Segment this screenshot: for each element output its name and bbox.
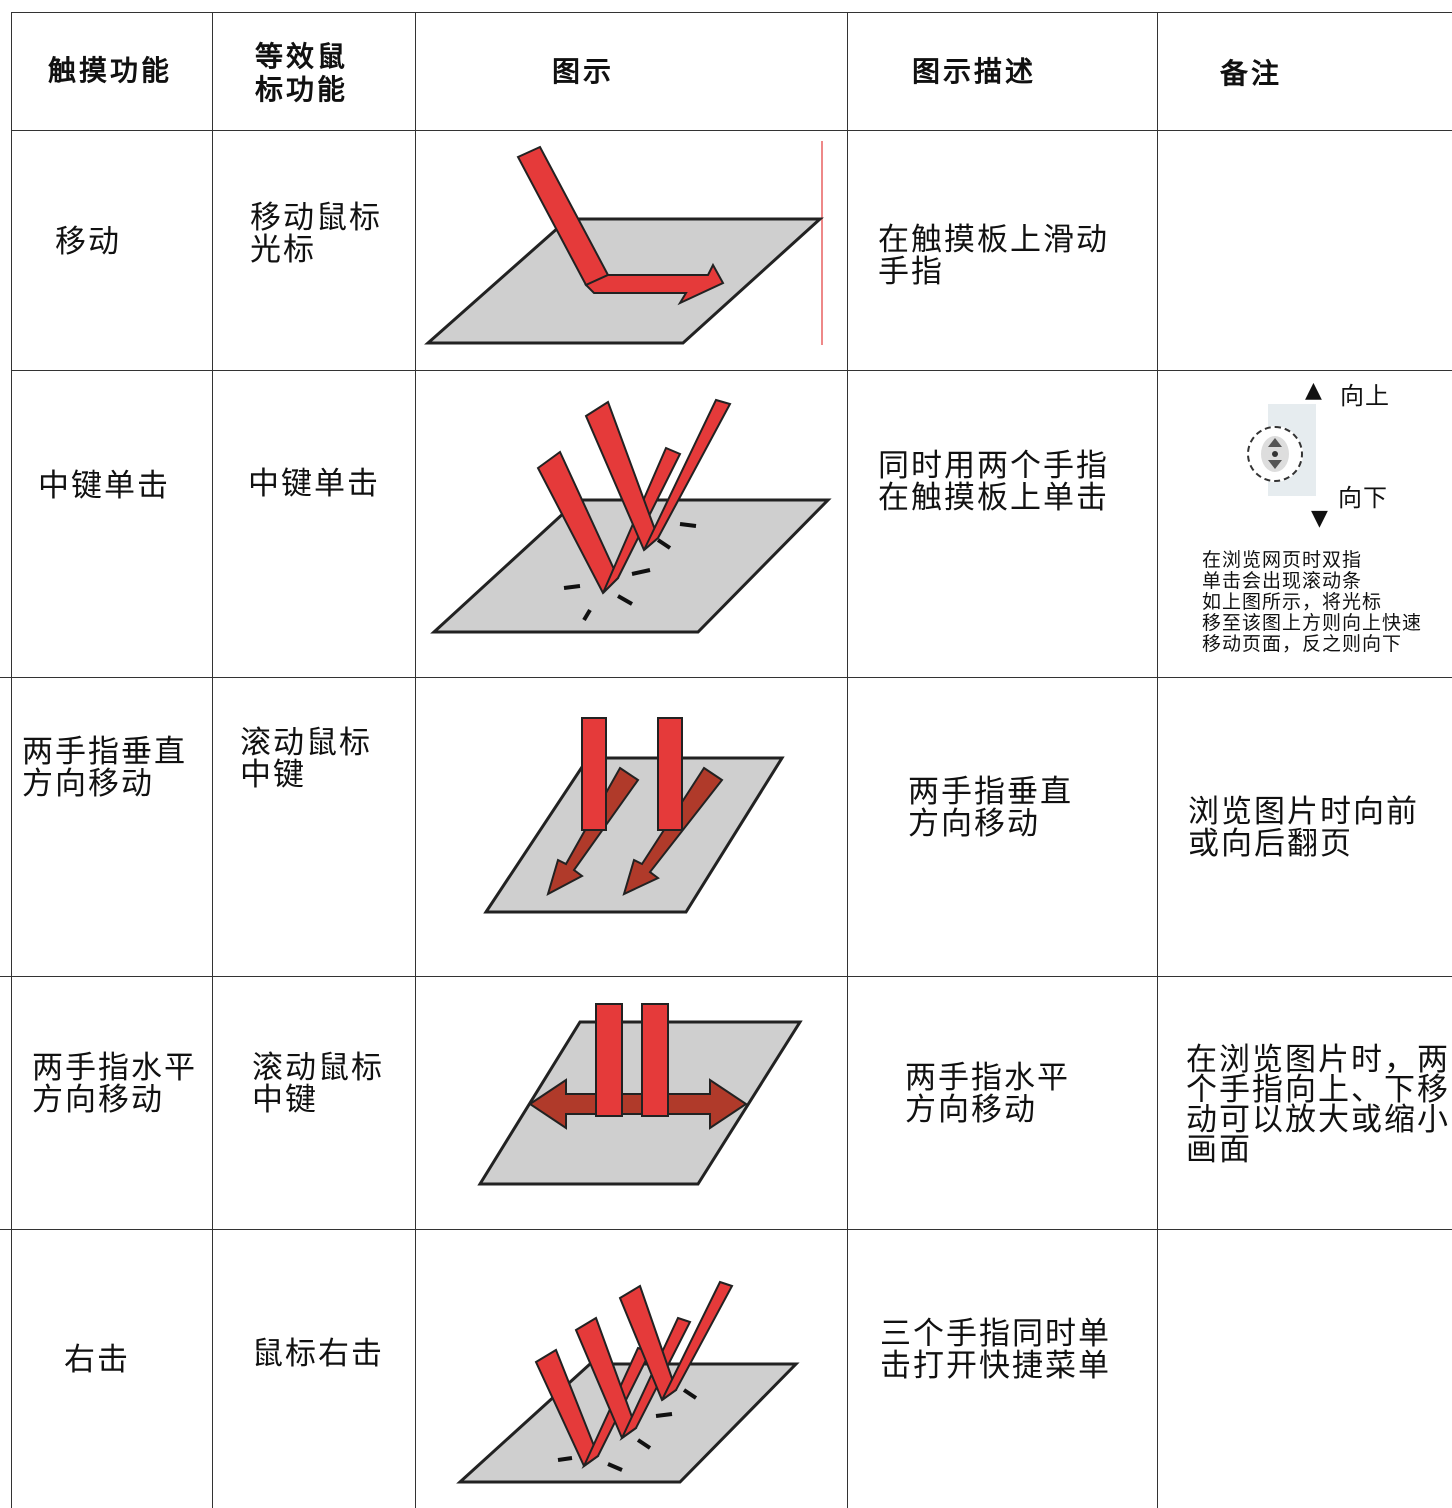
header-touch-function: 触摸功能 [48,54,173,87]
row-vertical-notes: 浏览图片时向前 或向后翻页 [1188,794,1419,862]
row-move-description: 在触摸板上滑动 手指 [878,222,1109,290]
row-horizontal-notes: 在浏览图片时，两 个手指向上、下移 动可以放大或缩小 画面 [1186,1042,1450,1168]
row-move-touch: 移动 [55,224,121,260]
row-vertical-description: 两手指垂直 方向移动 [908,774,1073,842]
row-vertical-touch: 两手指垂直 方向移动 [22,734,187,802]
row-middle-click-touch: 中键单击 [38,468,170,504]
row-middle-click-mouse: 中键单击 [248,466,380,502]
header-description: 图示描述 [912,55,1037,88]
triangle-down-icon: ▼ [1311,506,1329,531]
row-horizontal-description: 两手指水平 方向移动 [905,1060,1070,1128]
header-illustration: 图示 [552,55,615,88]
row-right-click-touch: 右击 [64,1342,130,1378]
row-vertical-mouse: 滚动鼠标 中键 [240,725,372,793]
scroll-down-label: 向下 [1338,484,1388,512]
triangle-up-icon: ▲ [1305,378,1323,403]
header-notes: 备注 [1220,57,1283,90]
row-horizontal-mouse: 滚动鼠标 中键 [252,1050,384,1118]
two-finger-vertical-illustration [483,717,785,914]
row-horizontal-touch: 两手指水平 方向移动 [32,1050,197,1118]
three-finger-tap-illustration [456,1280,800,1484]
scroll-anchor-icon [1247,426,1303,482]
header-mouse-equivalent: 等效鼠 标功能 [255,40,349,106]
move-finger-illustration [424,141,824,345]
two-finger-tap-illustration [430,398,832,634]
row-middle-click-notes: 在浏览网页时双指 单击会出现滚动条 如上图所示，将光标 移至该图上方则向上快速 … [1202,549,1423,655]
row-right-click-mouse: 鼠标右击 [252,1336,384,1372]
scroll-up-label: 向上 [1340,382,1390,410]
row-middle-click-description: 同时用两个手指 在触摸板上单击 [878,448,1109,516]
row-right-click-description: 三个手指同时单 击打开快捷菜单 [880,1316,1111,1384]
two-finger-horizontal-illustration [477,1003,803,1186]
row-move-mouse: 移动鼠标 光标 [250,200,382,268]
